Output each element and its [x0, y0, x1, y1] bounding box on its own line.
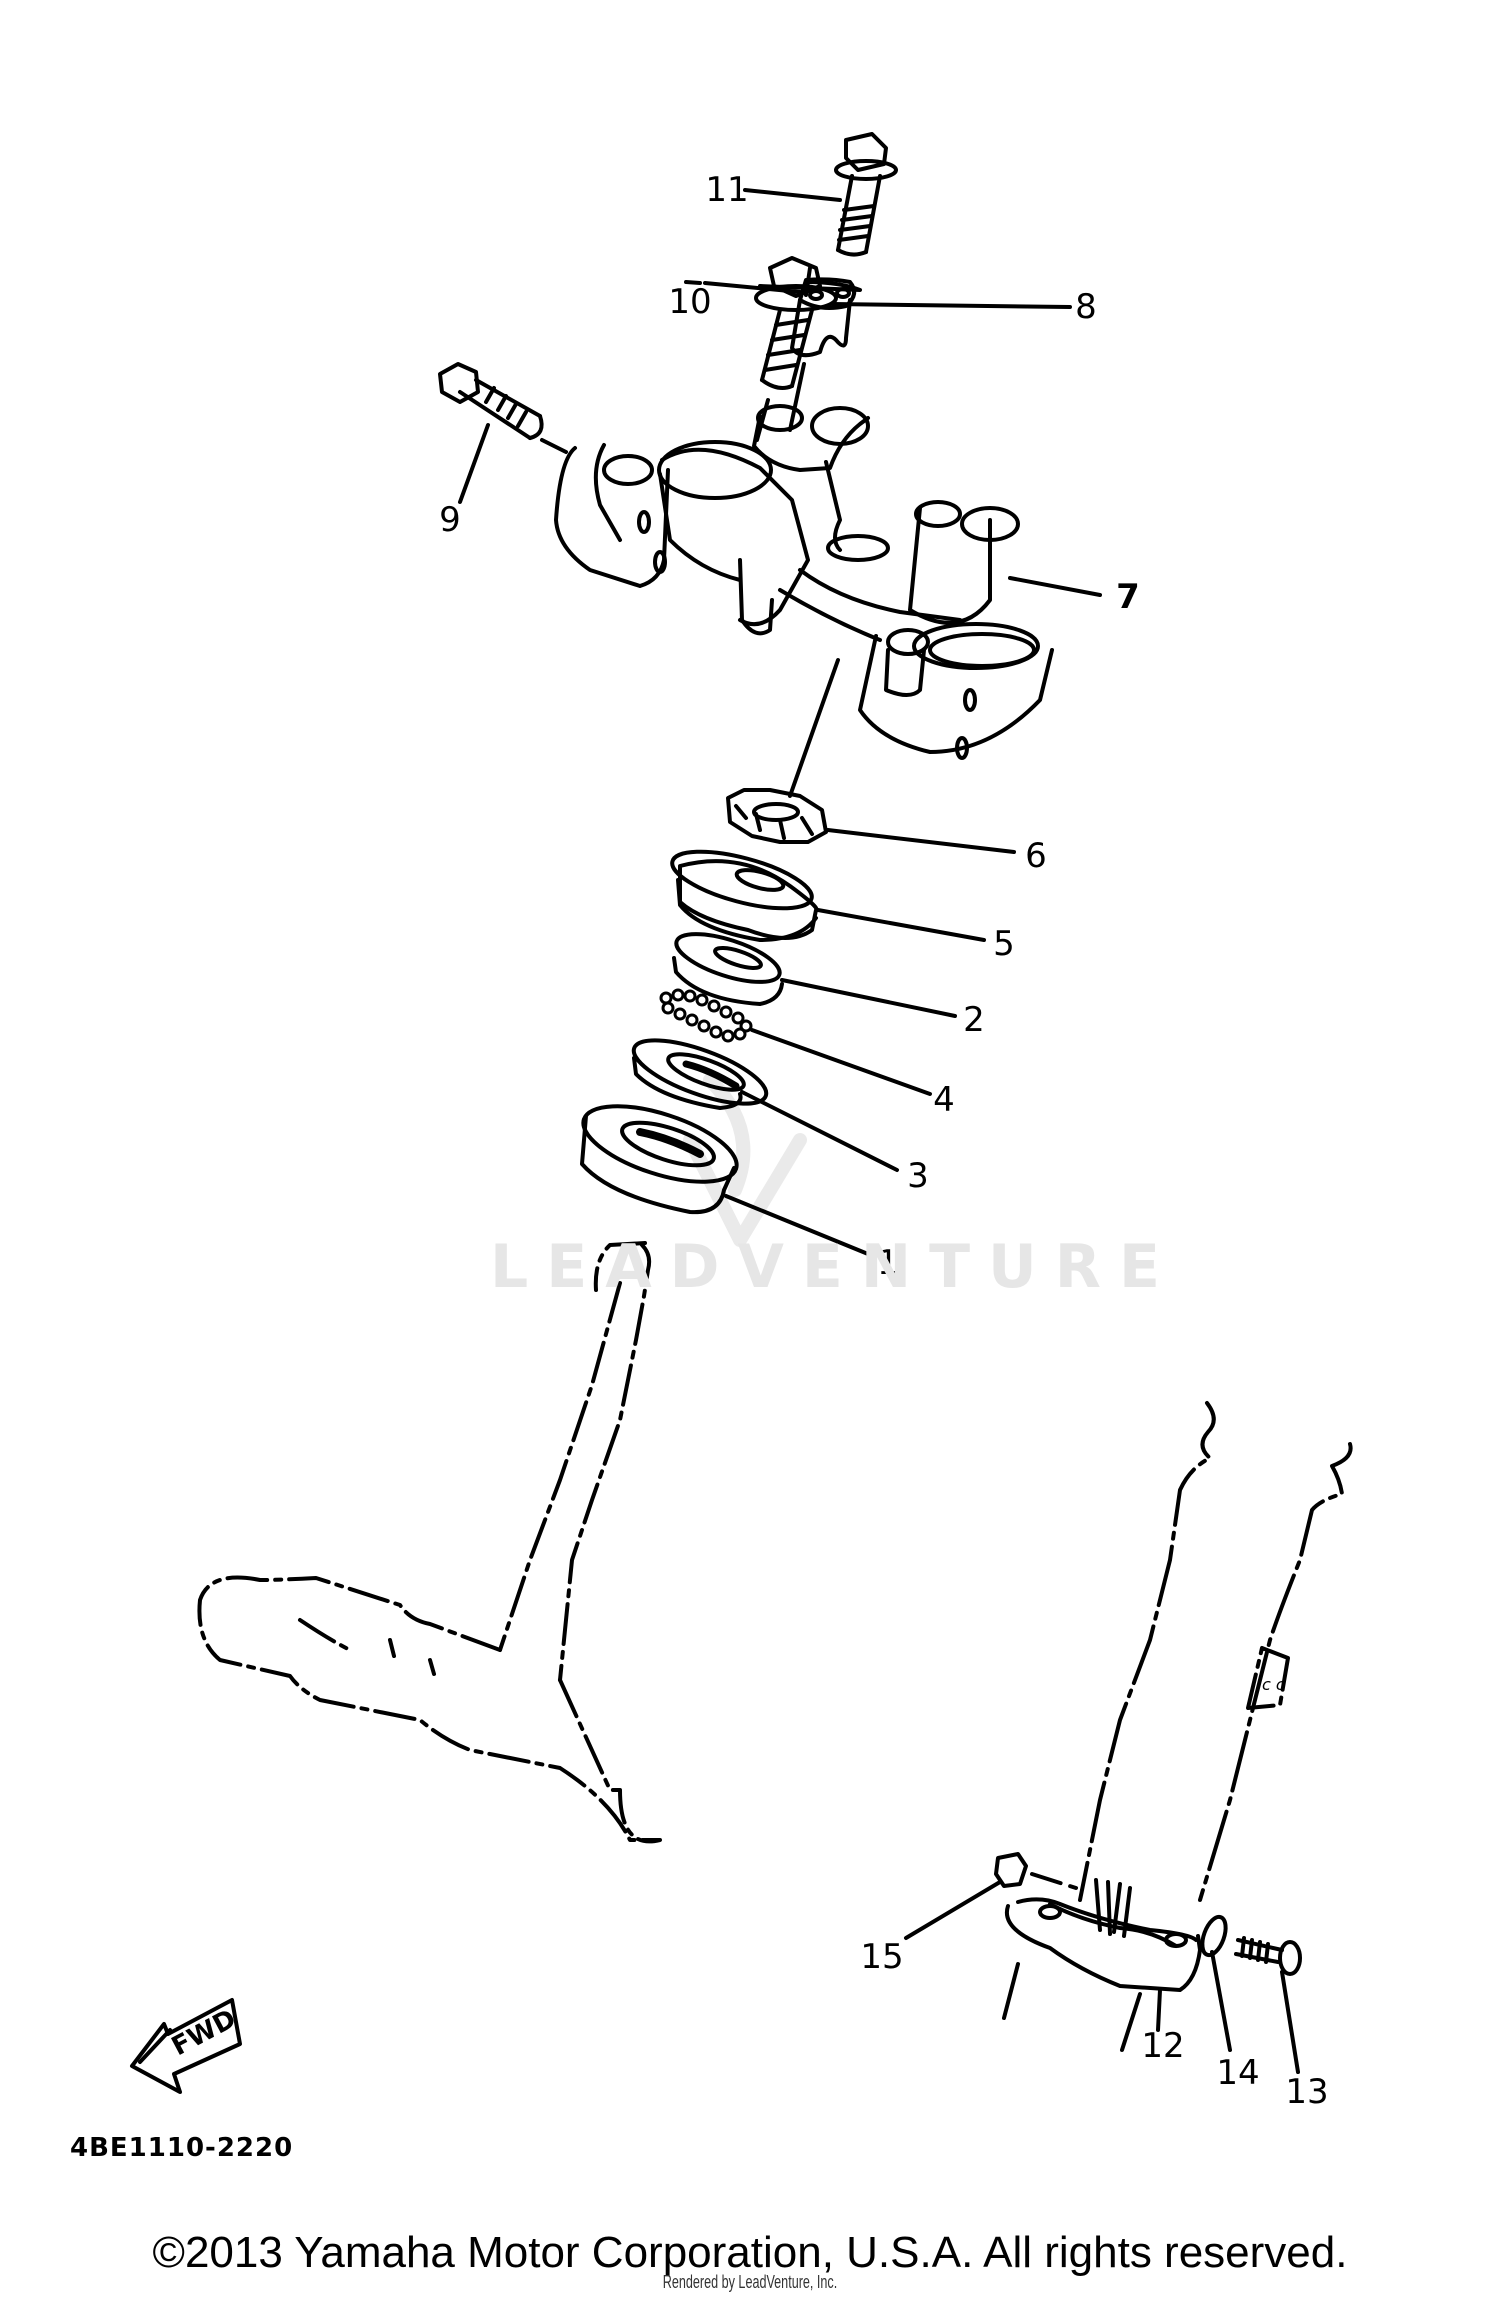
fwd-arrow-icon [130, 1998, 242, 2094]
cable-guide-label-icon: c c [1262, 1675, 1285, 1694]
callout-label: 10 [668, 282, 712, 322]
callout-label: 5 [993, 924, 1015, 964]
watermark-logo-icon [683, 1073, 807, 1247]
part-8-bolt-icon [754, 256, 1072, 442]
part-4-ball-bearings-icon [659, 988, 932, 1096]
callout-label: 4 [933, 1080, 955, 1120]
callout-label: 12 [1141, 2026, 1185, 2066]
callout-label: 11 [705, 170, 749, 210]
watermark-text: LEADVENTURE [490, 1232, 1178, 1302]
callout-label: 9 [439, 500, 461, 540]
part-3-race-icon [631, 1038, 899, 1172]
fork-tubes-icon [1078, 1401, 1353, 1902]
part-1-bearing-icon [580, 1104, 870, 1256]
part-2-race-icon [672, 932, 957, 1018]
rendered-by-text: Rendered by LeadVenture, Inc. [662, 2272, 838, 2292]
callout-label: 2 [963, 1000, 985, 1040]
part-9-bolt-icon [438, 362, 568, 504]
part-7-upper-bracket-icon [554, 404, 1102, 798]
part-12-clamp-icon [1002, 1878, 1202, 2052]
part-5-cover-icon [670, 849, 986, 942]
part-15-nut-icon [904, 1852, 1078, 1940]
callout-label: 3 [907, 1156, 929, 1196]
part-14-washer-icon [1200, 1914, 1232, 2052]
callout-label: 6 [1025, 836, 1047, 876]
callout-label: 15 [860, 1937, 904, 1977]
callout-label: 7 [1116, 577, 1140, 617]
part-11-bolt-icon [743, 132, 898, 257]
svg-text:c c: c c [1262, 1675, 1285, 1694]
callout-label: 13 [1285, 2072, 1329, 2112]
part-13-bolt-icon [1234, 1936, 1302, 2074]
steering-stem-icon [197, 1241, 662, 1844]
callout-label: 14 [1216, 2053, 1260, 2093]
copyright-text: ©2013 Yamaha Motor Corporation, U.S.A. A… [152, 2228, 1348, 2277]
callout-label: 8 [1075, 287, 1097, 327]
callout-label: 1 [877, 1243, 899, 1283]
part-code: 4BE1110-2220 [70, 2133, 294, 2163]
part-6-ring-nut-icon [726, 788, 1016, 854]
